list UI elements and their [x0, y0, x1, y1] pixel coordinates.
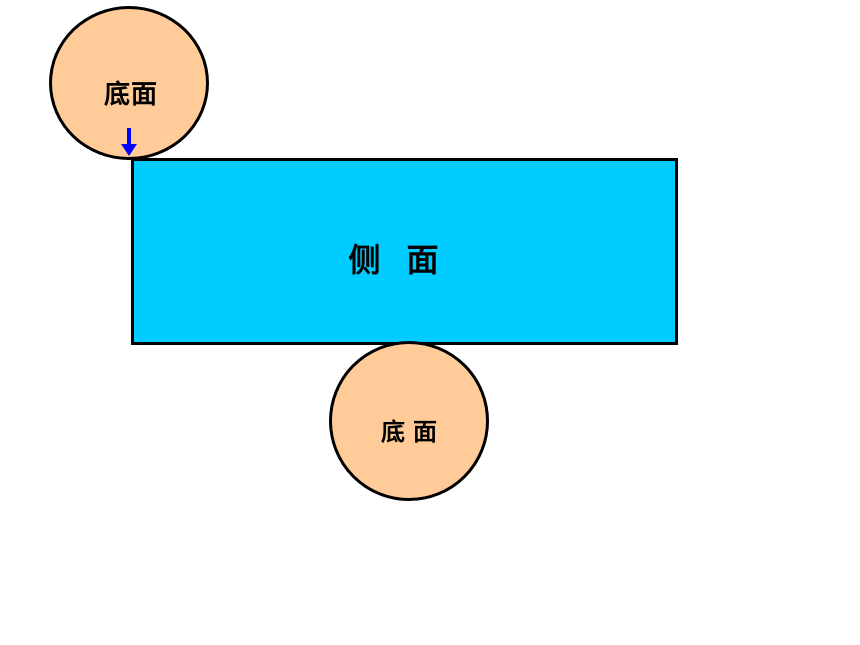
bottom-base-label: 底面 — [381, 416, 445, 446]
top-base-label: 底面 — [103, 79, 158, 110]
lateral-face-rectangle: 侧面 — [131, 158, 678, 345]
lateral-face-label: 侧面 — [348, 240, 465, 279]
bottom-base-circle: 底面 — [329, 341, 489, 501]
arrow-down-icon — [121, 128, 137, 156]
